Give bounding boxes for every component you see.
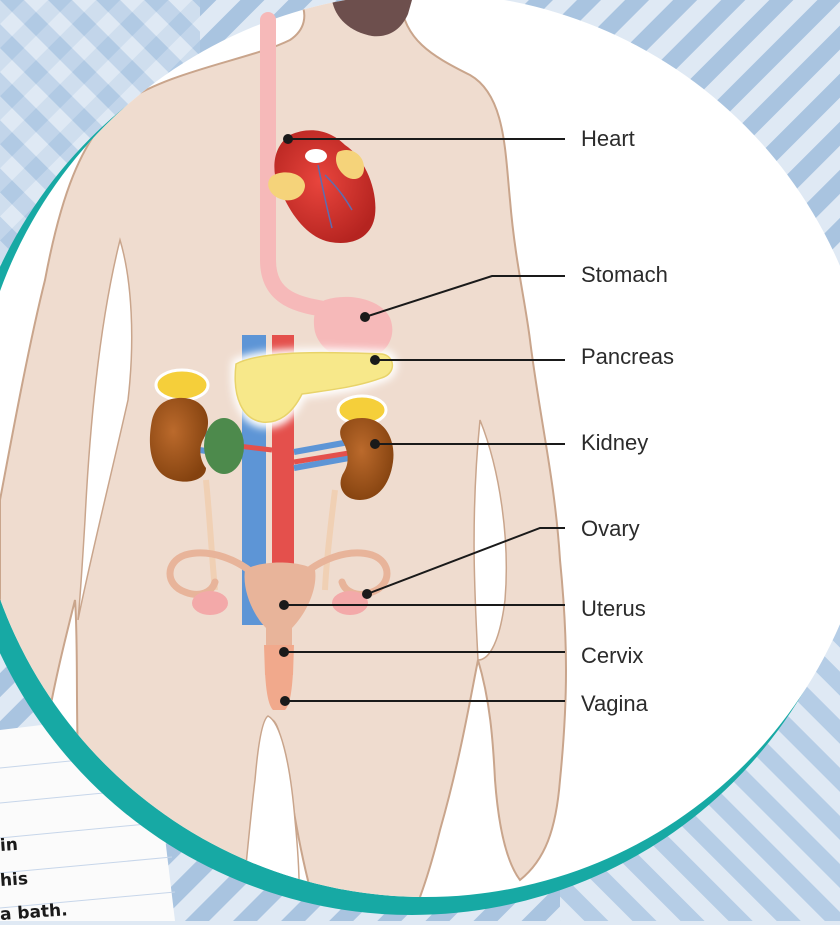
label-cervix: Cervix [581, 645, 643, 667]
label-stomach: Stomach [581, 264, 668, 286]
notebook-text-line: in [0, 835, 19, 856]
label-heart: Heart [581, 128, 635, 150]
dot-vagina [280, 696, 290, 706]
dot-ovary [362, 589, 372, 599]
notebook-text-line: a bath. [0, 900, 68, 925]
label-pancreas: Pancreas [581, 346, 674, 368]
heart-valve [305, 149, 327, 163]
label-ovary: Ovary [581, 518, 640, 540]
dot-pancreas [370, 355, 380, 365]
spleen [204, 418, 244, 474]
dot-kidney [370, 439, 380, 449]
cervix [264, 645, 294, 675]
label-kidney: Kidney [581, 432, 648, 454]
dot-stomach [360, 312, 370, 322]
dot-uterus [279, 600, 289, 610]
kidney-left [150, 398, 208, 482]
ovary-left [192, 591, 228, 615]
label-uterus: Uterus [581, 598, 646, 620]
label-vagina: Vagina [581, 693, 648, 715]
dot-cervix [279, 647, 289, 657]
notebook-text-line: his [0, 869, 29, 891]
dot-heart [283, 134, 293, 144]
adrenal-left [156, 370, 208, 400]
